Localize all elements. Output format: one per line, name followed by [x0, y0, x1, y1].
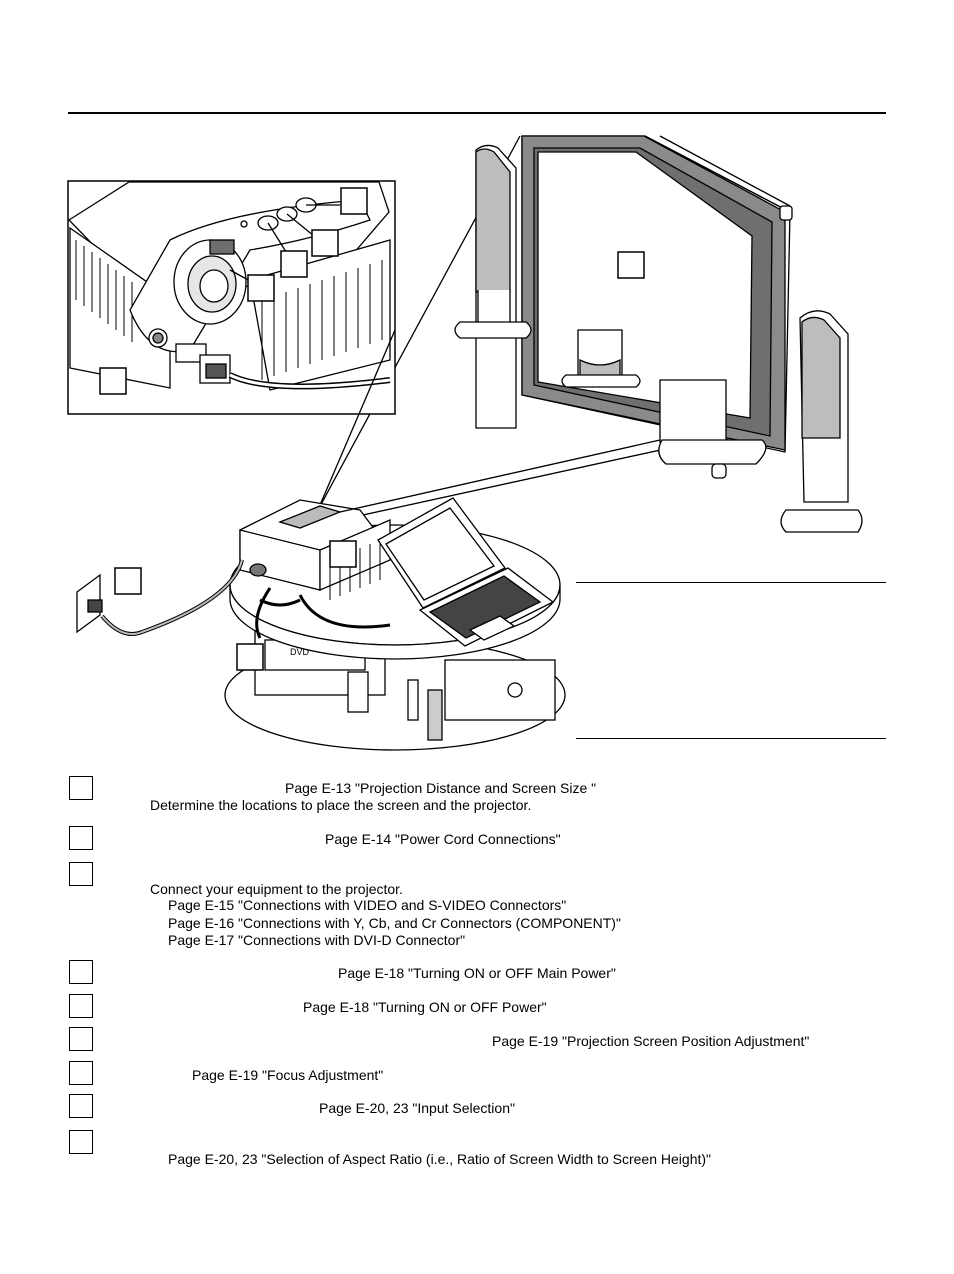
wall-outlet-icon	[76, 573, 103, 634]
note-bottom-rule	[576, 738, 886, 739]
note-top-rule	[576, 582, 886, 583]
step-box-4	[69, 960, 93, 984]
step-3-ref-3: Page E-17 "Connections with DVI-D Connec…	[168, 932, 466, 948]
speaker-icon	[454, 144, 532, 429]
step-3-text: Connect your equipment to the projector.	[150, 881, 403, 897]
step-box-1	[69, 776, 93, 800]
step-9-ref: Page E-20, 23 "Selection of Aspect Ratio…	[168, 1151, 711, 1167]
step-2-ref: Page E-14 "Power Cord Connections"	[325, 831, 561, 847]
step-box-6	[69, 1027, 93, 1051]
step-box-5	[69, 994, 93, 1018]
svg-text:DVD: DVD	[290, 647, 310, 657]
step-box-2	[69, 826, 93, 850]
step-7-ref: Page E-19 "Focus Adjustment"	[192, 1067, 384, 1083]
step-box-8	[69, 1094, 93, 1118]
step-3-ref-2: Page E-16 "Connections with Y, Cb, and C…	[168, 915, 621, 931]
step-box-7	[69, 1061, 93, 1085]
step-1-text: Determine the locations to place the scr…	[150, 797, 532, 813]
step-8-ref: Page E-20, 23 "Input Selection"	[319, 1100, 515, 1116]
step-box-3	[69, 862, 93, 886]
step-4-ref: Page E-18 "Turning ON or OFF Main Power"	[338, 965, 616, 981]
screen-icon	[521, 135, 793, 453]
step-1-ref: Page E-13 "Projection Distance and Scree…	[285, 780, 597, 796]
top-rule	[68, 112, 886, 114]
step-3-ref-1: Page E-15 "Connections with VIDEO and S-…	[168, 897, 567, 913]
step-6-ref: Page E-19 "Projection Screen Position Ad…	[492, 1033, 810, 1049]
laptop-icon	[377, 497, 555, 647]
step-box-9	[69, 1130, 93, 1154]
step-5-ref: Page E-18 "Turning ON or OFF Power"	[303, 999, 547, 1015]
setup-illustration: DVD	[67, 135, 863, 751]
